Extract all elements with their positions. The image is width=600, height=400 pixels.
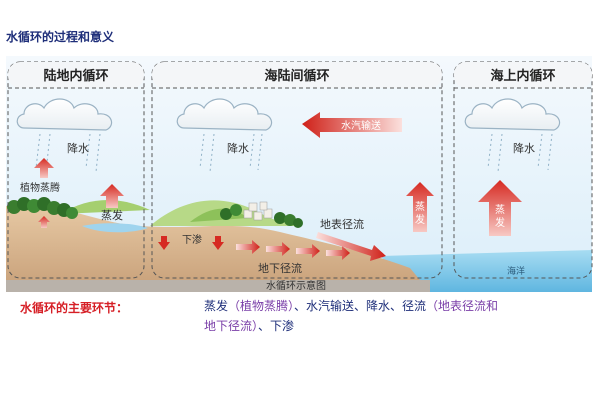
evaporation-arrow-land	[100, 184, 124, 208]
diagram-caption: 水循环示意图	[266, 279, 326, 292]
hill-left	[60, 199, 150, 214]
key-links-text: 蒸发（植物蒸腾）、水汽输送、降水、径流（地表径流和地下径流）、下渗	[204, 296, 576, 336]
rain-3	[487, 133, 553, 173]
cloud-2	[176, 98, 273, 131]
ocean-label: 海洋	[507, 265, 525, 277]
evaporation-arrow-sea	[478, 180, 522, 236]
infiltration-arrow-2	[212, 236, 224, 250]
cloud-1	[16, 98, 113, 131]
key-link-runoff-types-open: （地表径流和	[426, 299, 499, 313]
key-link-infiltration: 、下渗	[258, 319, 295, 333]
lake	[82, 223, 148, 233]
section-title-land-sea: 海陆间循环	[264, 68, 329, 84]
evaporation-arrow-coast	[406, 182, 434, 232]
rain-2	[199, 133, 263, 173]
evaporation-label-sea-1: 蒸	[495, 204, 505, 216]
key-links-heading: 水循环的主要环节：	[20, 301, 129, 315]
key-link-evaporation: 蒸发	[204, 299, 229, 313]
transpiration-arrow	[34, 158, 54, 178]
underground-runoff-arrows	[236, 240, 350, 260]
key-link-other-links: 、水汽输送、降水、径流	[294, 299, 427, 313]
land-sea-cycle-header	[152, 62, 442, 88]
evaporation-label-coast-1: 蒸	[415, 201, 425, 213]
key-link-runoff-types-close: 地下径流）	[204, 319, 259, 333]
cloud-3	[464, 98, 561, 131]
land-cycle-header	[8, 62, 144, 88]
page-title: 水循环的过程和意义	[6, 30, 115, 44]
ocean-area	[380, 250, 592, 292]
evaporation-label-sea-2: 发	[495, 216, 505, 229]
vapor-transport-arrow	[302, 112, 402, 138]
village	[220, 201, 303, 228]
trees-left	[7, 197, 78, 219]
infiltration-arrow-1	[158, 236, 170, 250]
precipitation-label-middle: 降水	[227, 141, 249, 155]
evaporation-label-land: 蒸发	[101, 208, 123, 222]
transpiration-small-arrow	[38, 216, 50, 228]
key-link-transpiration: （植物蒸腾）	[228, 299, 295, 313]
vapor-transport-label: 水汽输送	[341, 119, 381, 132]
evaporation-label-coast-2: 发	[415, 213, 425, 226]
infiltration-label: 下渗	[182, 233, 202, 246]
ground-base	[6, 280, 430, 292]
precipitation-label-land: 降水	[67, 141, 89, 155]
precipitation-label-sea: 降水	[513, 141, 535, 155]
surface-runoff-arrow	[316, 232, 386, 261]
section-title-land: 陆地内循环	[43, 68, 108, 84]
section-title-sea: 海上内循环	[490, 68, 555, 84]
surface-runoff-label: 地表径流	[320, 217, 364, 231]
sea-cycle-header	[454, 62, 592, 88]
underground-runoff-label: 地下径流	[258, 261, 302, 275]
transpiration-label: 植物蒸腾	[20, 181, 60, 194]
